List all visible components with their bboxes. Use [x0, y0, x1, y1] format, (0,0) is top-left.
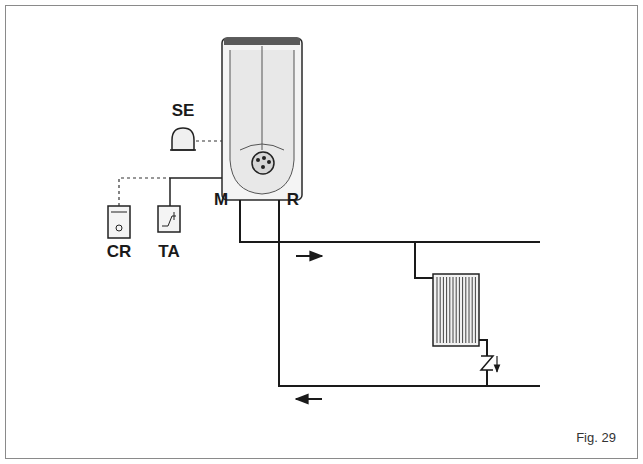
radiator-fin: [440, 277, 441, 343]
radiator-fin: [456, 277, 457, 343]
boiler: [222, 38, 302, 200]
radiator-fin: [469, 277, 470, 343]
radiator-fin: [475, 277, 476, 343]
figure-number: Fig. 29: [576, 431, 616, 444]
radiator-fin: [453, 277, 454, 343]
radiator-fin: [459, 277, 460, 343]
frame: [6, 6, 638, 459]
radiator-fin: [449, 277, 450, 343]
radiator-fin: [472, 277, 473, 343]
radiator-fin: [437, 277, 438, 343]
component-label: TA: [158, 243, 179, 260]
radiator-fin: [465, 277, 466, 343]
pipe-label: M: [214, 191, 228, 208]
room-thermostat: [158, 178, 222, 232]
radiator-fin: [462, 277, 463, 343]
pipe-label: R: [287, 191, 299, 208]
component-label: CR: [107, 243, 132, 260]
radiator-fin: [443, 277, 444, 343]
radiator: [415, 242, 497, 386]
flow-pipe: [240, 200, 540, 256]
component-label: SE: [172, 102, 195, 119]
radiator-fin: [446, 277, 447, 343]
return-pipe: [279, 200, 540, 399]
outdoor-sensor: [170, 128, 222, 150]
